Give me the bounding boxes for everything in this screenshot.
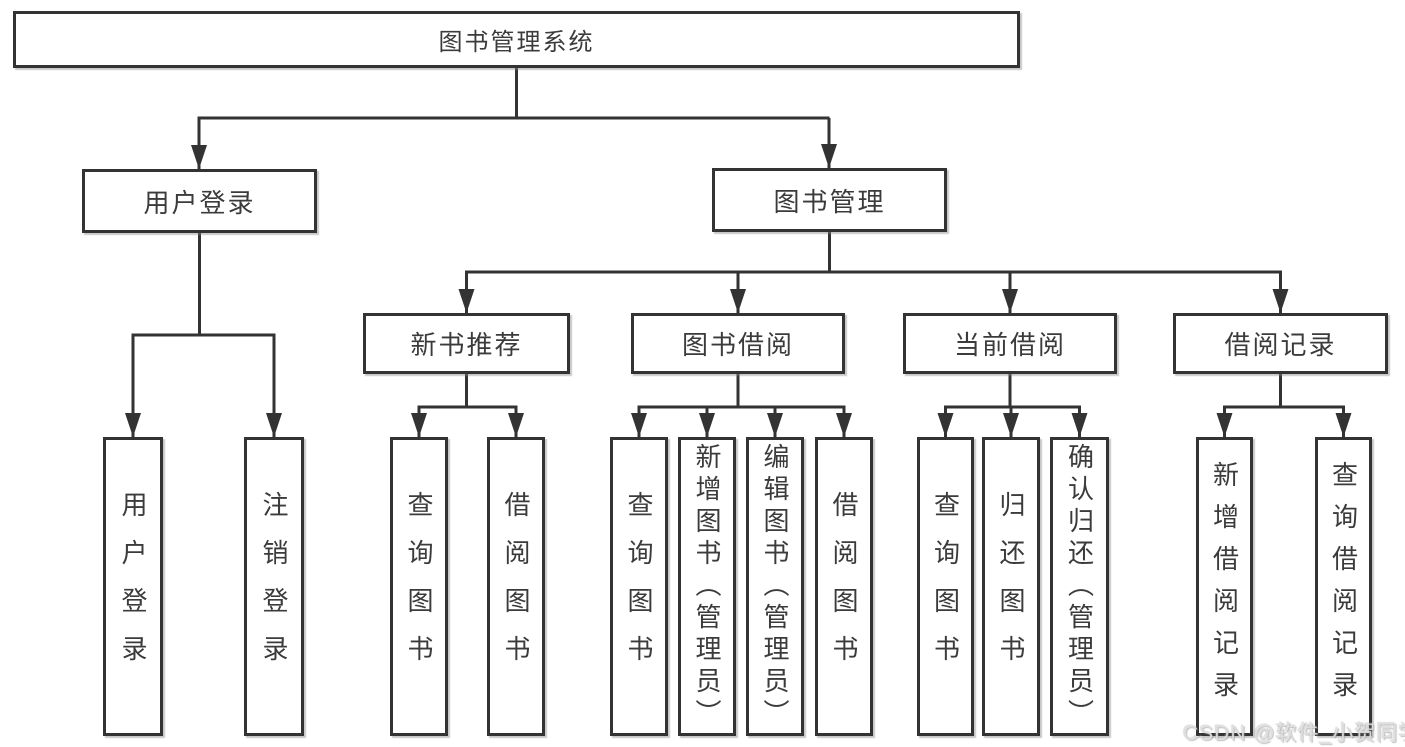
node-book-borrow-label: 图书借阅 — [681, 330, 794, 360]
leaf-return-books-label: 归还图书 — [996, 490, 1026, 683]
leaf-recommend-query-books-label: 查询图书 — [404, 490, 434, 683]
leaf-edit-books-admin: 编辑图书（管理员） — [746, 437, 804, 736]
leaf-add-books-admin-label: 新增图书（管理员） — [692, 442, 722, 731]
csdn-watermark: CSDN @软件_小贺同学 — [1183, 722, 1405, 745]
node-book-management: 图书管理 — [712, 168, 947, 232]
leaf-edit-books-admin-label: 编辑图书（管理员） — [760, 442, 790, 731]
node-user-login-label: 用户登录 — [143, 187, 256, 218]
node-borrow-records: 借阅记录 — [1173, 313, 1388, 374]
leaf-current-query-books: 查询图书 — [917, 437, 974, 736]
leaf-borrow-borrow-books: 借阅图书 — [815, 437, 873, 736]
leaf-confirm-return-admin: 确认归还（管理员） — [1050, 437, 1109, 736]
node-book-management-label: 图书管理 — [773, 186, 886, 217]
leaf-logout: 注销登录 — [244, 437, 304, 736]
leaf-user-login: 用户登录 — [103, 437, 163, 736]
node-borrow-records-label: 借阅记录 — [1224, 330, 1337, 360]
leaf-query-borrow-record: 查询借阅记录 — [1315, 437, 1372, 736]
leaf-logout-label: 注销登录 — [259, 490, 289, 683]
leaf-borrow-borrow-books-label: 借阅图书 — [829, 490, 859, 683]
node-root-system-label: 图书管理系统 — [438, 29, 595, 56]
leaf-recommend-borrow-books-label: 借阅图书 — [501, 490, 531, 683]
leaf-recommend-borrow-books: 借阅图书 — [487, 437, 545, 736]
leaf-user-login-label: 用户登录 — [118, 490, 148, 683]
leaf-add-books-admin: 新增图书（管理员） — [678, 437, 736, 736]
node-new-book-recommend: 新书推荐 — [363, 313, 570, 374]
leaf-query-borrow-record-label: 查询借阅记录 — [1328, 460, 1359, 713]
node-new-book-recommend-label: 新书推荐 — [410, 330, 523, 360]
leaf-borrow-query-books-label: 查询图书 — [624, 490, 654, 683]
leaf-recommend-query-books: 查询图书 — [390, 437, 448, 736]
node-book-borrow: 图书借阅 — [631, 313, 845, 374]
node-user-login: 用户登录 — [82, 169, 317, 233]
leaf-current-query-books-label: 查询图书 — [930, 490, 961, 683]
leaf-return-books: 归还图书 — [982, 437, 1040, 736]
leaf-add-borrow-record-label: 新增借阅记录 — [1209, 460, 1240, 713]
leaf-confirm-return-admin-label: 确认归还（管理员） — [1064, 442, 1095, 731]
node-current-borrow: 当前借阅 — [903, 313, 1117, 374]
node-current-borrow-label: 当前借阅 — [953, 330, 1066, 360]
node-root-system: 图书管理系统 — [13, 11, 1020, 68]
leaf-borrow-query-books: 查询图书 — [610, 437, 668, 736]
leaf-add-borrow-record: 新增借阅记录 — [1196, 437, 1253, 736]
